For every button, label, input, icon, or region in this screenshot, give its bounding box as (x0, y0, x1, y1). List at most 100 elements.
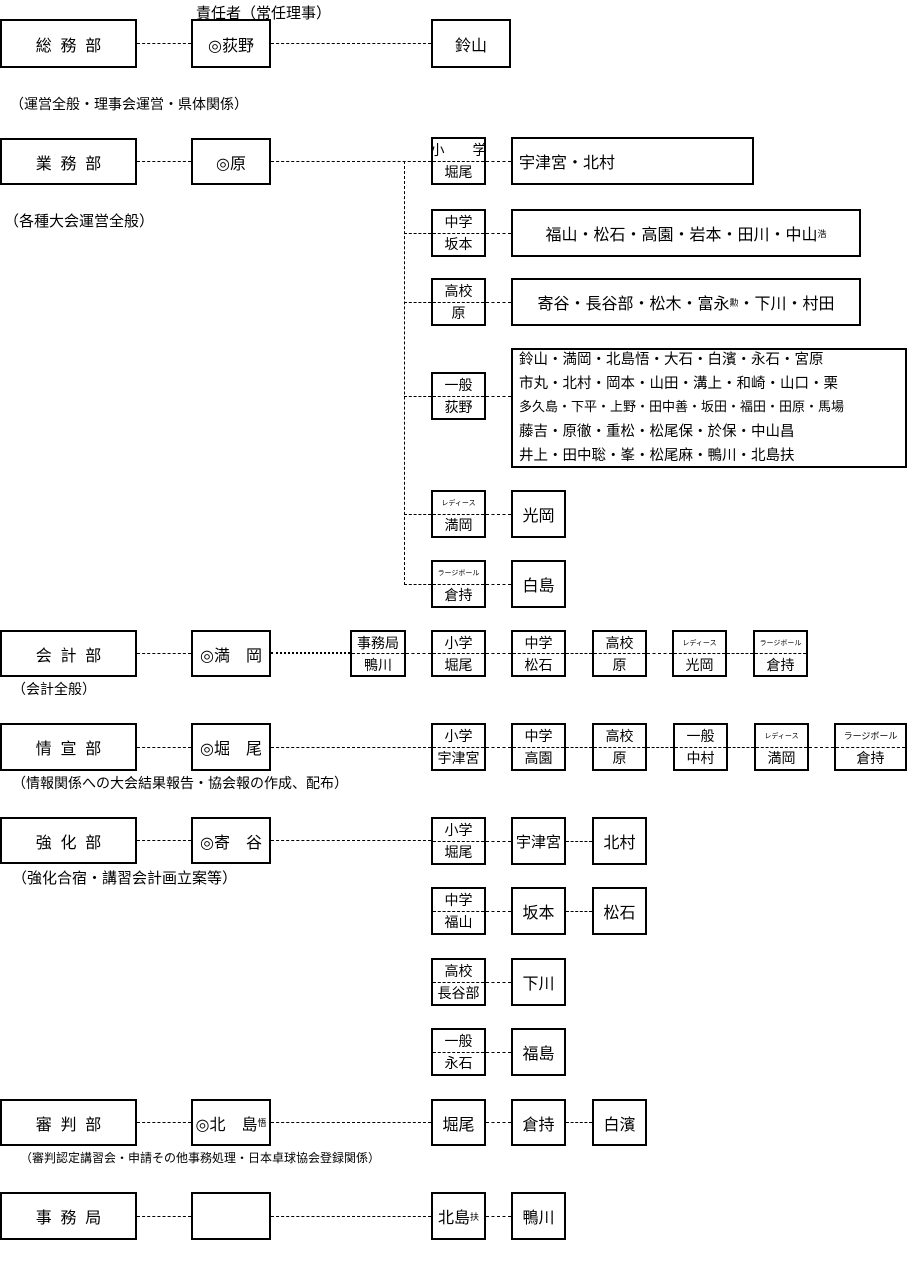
members-ladies: 光岡 (511, 490, 566, 538)
connector (809, 747, 834, 748)
note-gyoumu: （各種大会運営全般） (4, 212, 155, 230)
dept-kyouka: 強化部 (0, 817, 137, 864)
connector (647, 747, 673, 748)
chief-kaikei: ◎満 岡 (191, 630, 271, 677)
unit-elementary: 小学 堀尾 (431, 630, 486, 677)
members-line: 藤吉・原徹・重松・松尾保・於保・中山昌 (519, 424, 795, 440)
connector (404, 584, 431, 585)
connector (486, 653, 511, 654)
chief-gyoumu: ◎原 (191, 138, 271, 185)
unit-ladies: レディース 満岡 (754, 723, 809, 771)
members-high-school: 寄谷・長谷部・松木・富永勲・下川・村田 (511, 278, 861, 326)
connector (486, 396, 511, 397)
unit-person: 原 (612, 751, 627, 768)
members-junior-high: 福山・松石・高園・岩本・田川・中山浩 (511, 209, 861, 257)
connector (137, 1216, 191, 1217)
group-label: 一般 (433, 374, 484, 397)
unit-label: 一般 (433, 1030, 484, 1053)
connector (271, 1122, 431, 1123)
jimu-member: 鴨川 (511, 1192, 566, 1240)
unit-person: 高園 (524, 751, 553, 768)
office-person: 鴨川 (364, 657, 392, 674)
unit-high-school: 高校 原 (592, 723, 647, 771)
unit-person: 原 (612, 657, 627, 674)
note-kyouka: （強化合宿・講習会計画立案等） (12, 869, 238, 887)
kyouka-member: 坂本 (511, 887, 566, 935)
unit-high-school: 高校 原 (592, 630, 647, 677)
group-general: 一般 荻野 (431, 372, 486, 420)
name-suffix: 扶 (470, 1212, 480, 1223)
connector (566, 841, 592, 842)
group-ladies: レディース 満岡 (431, 490, 486, 538)
kyouka-junior-high: 中学 福山 (431, 887, 486, 935)
connector (486, 1122, 511, 1123)
name-suffix: 勲 (729, 298, 739, 309)
note-jouhou: （情報関係への大会結果報告・協会報の作成、配布） (12, 776, 348, 792)
kyouka-high-school: 高校 長谷部 (431, 958, 486, 1006)
group-leader: 倉持 (444, 588, 473, 605)
group-large-ball: ラージボール 倉持 (431, 560, 486, 608)
dept-kaikei: 会計部 (0, 630, 137, 677)
chief-soumu: ◎荻野 (191, 19, 271, 68)
name-suffix: 浩 (817, 229, 827, 240)
connector (486, 514, 511, 515)
name-suffix: 悟 (257, 1119, 267, 1129)
unit-person: 堀尾 (444, 845, 473, 862)
connector (404, 396, 431, 397)
connector (486, 302, 511, 303)
members-elementary: 宇津宮・北村 (511, 137, 754, 185)
member-soumu: 鈴山 (431, 19, 511, 68)
unit-person: 堀尾 (444, 657, 473, 674)
connector-vertical (404, 161, 405, 585)
unit-label: 中学 (433, 889, 484, 912)
connector (271, 43, 431, 44)
chief-jouhou: ◎堀 尾 (191, 723, 271, 771)
kyouka-member: 松石 (592, 887, 647, 935)
connector (647, 653, 672, 654)
connector (406, 653, 431, 654)
connector (486, 584, 511, 585)
jimu-member: 北島扶 (431, 1192, 486, 1240)
unit-person: 永石 (444, 1056, 473, 1073)
members-text: ・下川・村田 (738, 294, 835, 313)
connector (728, 747, 754, 748)
connector-dotted (271, 652, 350, 654)
connector (137, 653, 191, 654)
unit-label: 小学 (433, 725, 484, 748)
connector (486, 911, 511, 912)
connector (486, 747, 511, 748)
connector (486, 233, 511, 234)
connector (271, 161, 431, 162)
members-text: 寄谷・長谷部・松木・富永 (537, 294, 730, 313)
unit-junior-high: 中学 松石 (511, 630, 566, 677)
unit-large-ball: ラージボール 倉持 (753, 630, 808, 677)
unit-label: 高校 (433, 960, 484, 983)
dept-soumu: 総務部 (0, 19, 137, 68)
group-leader: 坂本 (444, 237, 473, 254)
unit-person: 倉持 (856, 751, 885, 768)
note-soumu: （運営全般・理事会運営・県体関係） (10, 97, 248, 113)
connector (271, 1216, 431, 1217)
connector (404, 302, 431, 303)
connector (486, 1052, 511, 1053)
unit-person: 中村 (686, 751, 715, 768)
unit-person: 光岡 (685, 657, 714, 674)
kyouka-member: 北村 (592, 817, 647, 865)
kyouka-member: 福島 (511, 1028, 566, 1076)
connector (137, 161, 191, 162)
unit-label: ラージボール (755, 632, 806, 654)
connector (566, 1122, 592, 1123)
chief-jimu (191, 1192, 271, 1240)
unit-person: 倉持 (766, 657, 795, 674)
shinpan-member: 倉持 (511, 1099, 566, 1146)
group-label: 中学 (433, 211, 484, 234)
group-leader: 原 (451, 306, 466, 323)
group-elementary: 小 学 堀尾 (431, 137, 487, 185)
group-label: ラージボール (433, 562, 484, 585)
unit-person: 満岡 (767, 751, 796, 768)
connector (137, 840, 191, 841)
shinpan-member: 白濱 (592, 1099, 647, 1146)
connector (566, 911, 592, 912)
members-text: 福山・松石・高園・岩本・田川・中山 (545, 225, 818, 244)
unit-person: 松石 (524, 657, 553, 674)
